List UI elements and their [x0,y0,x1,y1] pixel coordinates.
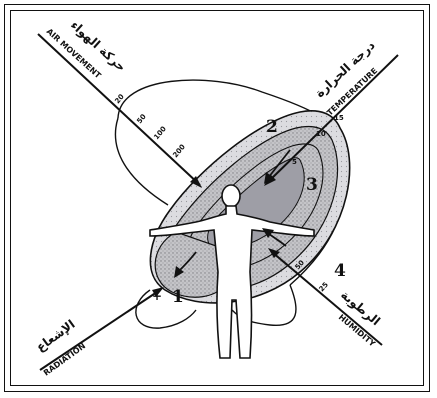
air-movement-tick: 200 [171,143,187,159]
zone-number-4: 4 [334,261,346,281]
air-movement-tick: 20 [113,93,125,106]
air-movement-tick: 100 [152,125,168,141]
temperature-tick: 15 [334,114,344,122]
air-movement-label-ar: حركة الهواء [67,18,128,75]
temperature-tick: 10 [316,130,326,138]
temperature-label-ar: درجة الحرارة [312,38,377,100]
zone-number-1: 1 [172,287,184,307]
zone-number-3: 3 [306,175,318,195]
zone-number-2: 2 [266,117,278,137]
plus-sign: + [152,289,162,303]
temperature-tick: 5 [292,158,297,166]
air-movement-tick: 50 [135,113,147,126]
